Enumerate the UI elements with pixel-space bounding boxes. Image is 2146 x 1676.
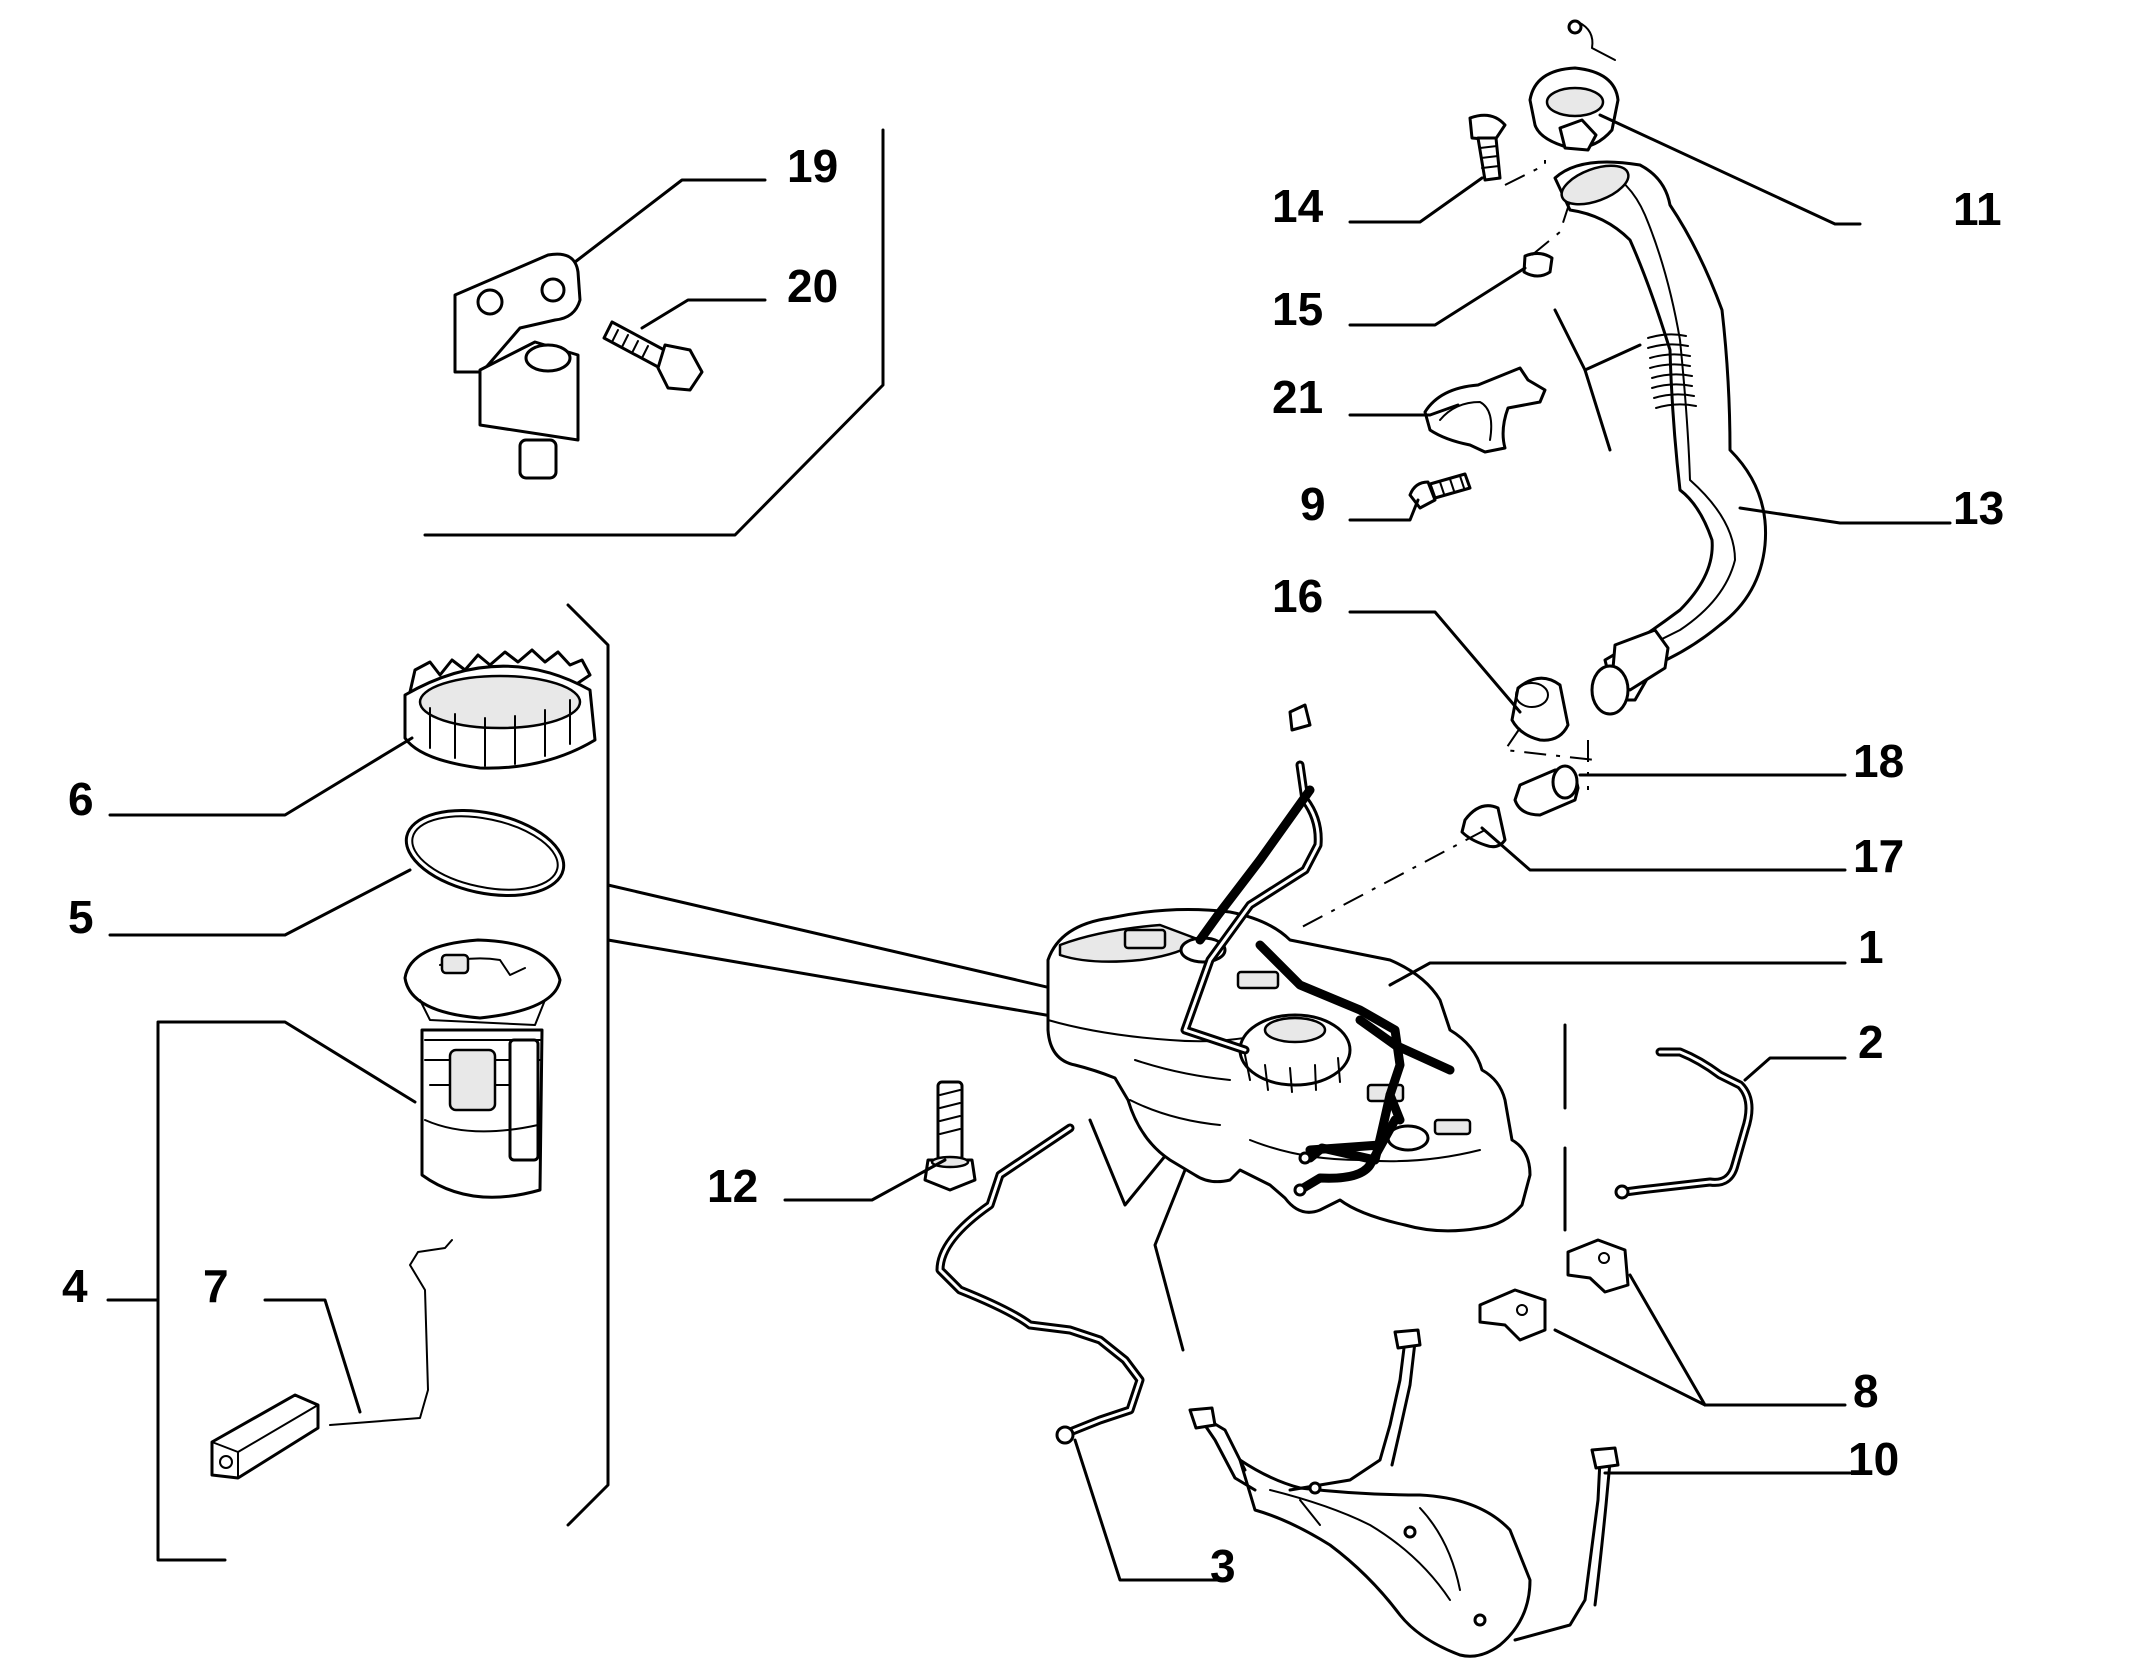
part-14-screw — [1468, 113, 1507, 182]
part-21-clamp — [1423, 366, 1547, 454]
part-12-bolt — [923, 1080, 977, 1192]
part-18-hose — [1513, 764, 1580, 817]
part-4-pump-module — [403, 938, 562, 1199]
callout-10: 10 — [1848, 1433, 1899, 1485]
centerline — [1504, 160, 1546, 186]
part-20-bolt — [602, 320, 704, 392]
callout-4: 4 — [62, 1260, 88, 1312]
callout-15: 15 — [1272, 283, 1323, 335]
part-10-support-straps — [1188, 1328, 1620, 1658]
part-3-fuel-pipe — [935, 1123, 1145, 1445]
callout-13: 13 — [1953, 482, 2004, 534]
part-11-filler-cap — [1528, 19, 1620, 152]
part-8-clips — [1478, 1238, 1630, 1342]
group-bracket-filler — [1553, 308, 1642, 452]
centerline — [1531, 194, 1573, 256]
callout-16: 16 — [1272, 570, 1323, 622]
callout-1: 1 — [1858, 921, 1884, 973]
centerline — [1299, 829, 1486, 929]
callout-7: 7 — [203, 1260, 229, 1312]
part-16-hose-clamp — [1510, 676, 1570, 742]
group-bracket-19-20 — [423, 128, 885, 537]
part-13-filler-neck — [1553, 160, 1768, 716]
callout-18: 18 — [1853, 735, 1904, 787]
part-6-lock-ring — [403, 648, 597, 770]
callout-3: 3 — [1210, 1540, 1236, 1592]
callout-20: 20 — [787, 260, 838, 312]
part-7-level-sensor — [210, 1239, 453, 1480]
part-1-fuel-tank — [1046, 703, 1532, 1233]
group-bracket-4 — [106, 1020, 227, 1562]
callout-9: 9 — [1300, 478, 1326, 530]
group-bracket-pump-detail — [566, 603, 610, 1527]
callout-6: 6 — [68, 773, 94, 825]
part-5-seal — [404, 808, 566, 898]
callout-11: 11 — [1953, 183, 2002, 235]
callout-21: 21 — [1272, 371, 1323, 423]
callout-14: 14 — [1272, 180, 1324, 232]
callout-12: 12 — [707, 1160, 758, 1212]
part-9-screw — [1408, 472, 1472, 510]
callout-8: 8 — [1853, 1365, 1879, 1417]
callout-17: 17 — [1853, 830, 1904, 882]
callout-2: 2 — [1858, 1016, 1884, 1068]
centerline — [1503, 727, 1596, 761]
part-15-nut — [1522, 251, 1554, 278]
part-19-sensor-bracket — [453, 252, 582, 480]
leader-lines — [108, 113, 1952, 1582]
callout-5: 5 — [68, 891, 94, 943]
callout-19: 19 — [787, 140, 838, 192]
part-2-vent-pipe — [1614, 1047, 1754, 1200]
